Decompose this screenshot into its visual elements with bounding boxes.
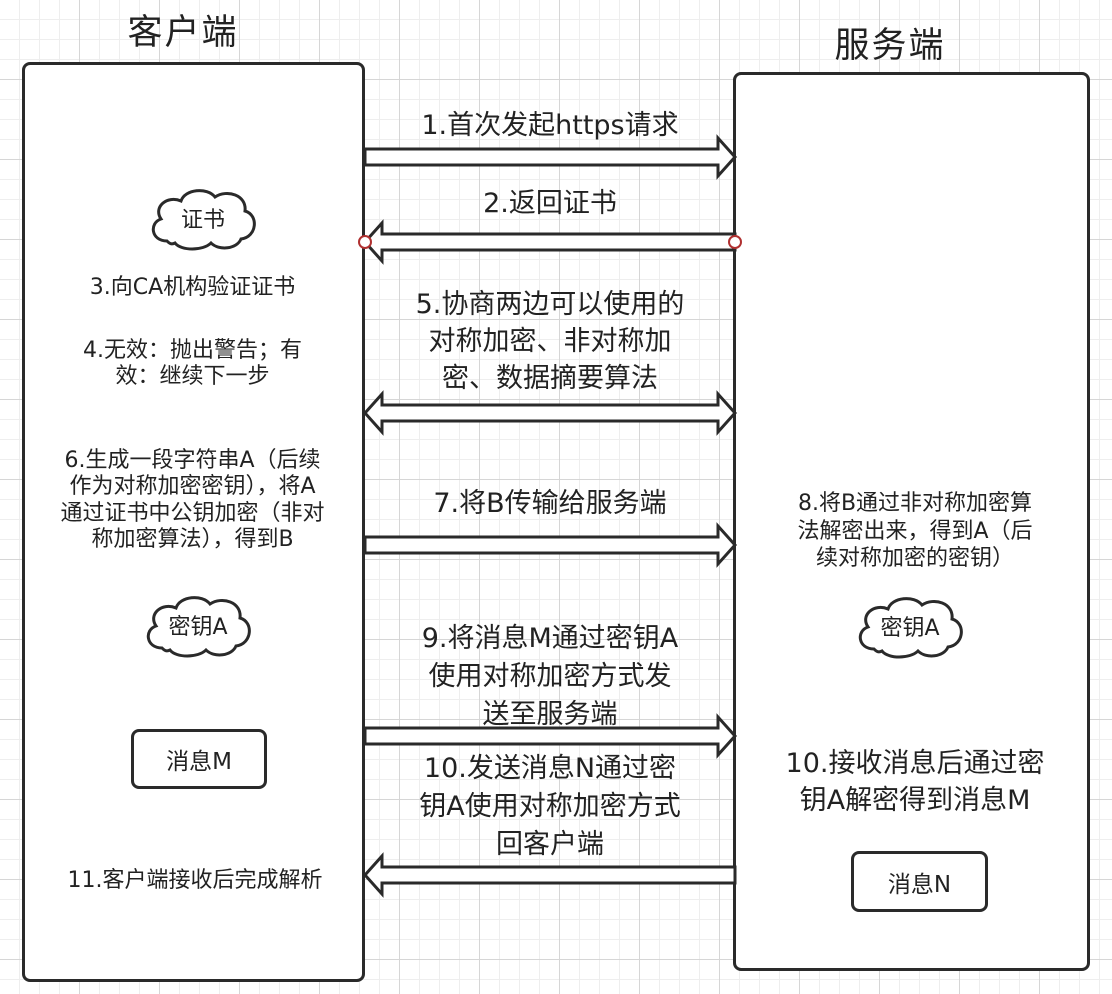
step10-server-decrypt: 10.接收消息后通过密 钥A解密得到消息M [785,748,1045,816]
client-key-cloud: 密钥A [140,592,256,658]
server-title: 服务端 [834,26,946,66]
arrow-label-10: 10.发送消息N通过密 钥A使用对称加密方式 回客户端 [419,753,681,860]
cert-label: 证书 [180,208,225,233]
client-key-label: 密钥A [168,615,228,640]
cloud-shape-icon [146,596,251,658]
step3-verify-ca: 3.向CA机构验证证书 [89,275,296,300]
arrow-label-5: 5.协商两边可以使用的 对称加密、非对称加 密、数据摘要算法 [415,289,685,394]
arrow-negotiate [362,390,738,436]
arrow-send-msg-m [363,713,738,759]
step4-validation-result: 4.无效：抛出警告；有 效：继续下一步 [83,338,302,390]
cloud-shape-icon [151,189,256,251]
step8-decrypt-b: 8.将B通过非对称加密算 法解密出来，得到A（后 续对称加密的密钥） [797,491,1033,571]
client-cert-cloud: 证书 [145,185,261,251]
server-lane [733,72,1090,971]
arrow-endpoint-dot [728,235,742,249]
client-message-box: 消息M [131,729,267,789]
arrow-return-cert [362,219,737,265]
step6-generate-key: 6.生成一段字符串A（后续 作为对称加密密钥），将A 通过证书中公钥加密（非对 … [60,448,325,553]
arrow-request-https [363,134,738,180]
arrow-endpoint-dot [358,235,372,249]
arrow-return-msg-n [362,852,737,898]
arrow-label-9: 9.将消息M通过密钥A 使用对称加密方式发 送至服务端 [421,623,679,730]
cloud-shape-icon [858,597,963,659]
step11-client-parse: 11.客户端接收后完成解析 [67,868,323,893]
arrow-label-7: 7.将B传输给服务端 [433,488,667,519]
client-title: 客户端 [127,13,239,53]
server-key-label: 密钥A [880,616,940,641]
arrow-label-2: 2.返回证书 [483,188,617,219]
server-key-cloud: 密钥A [852,593,968,659]
arrow-send-b [363,522,738,568]
server-message-box: 消息N [851,851,988,912]
arrow-label-1: 1.首次发起https请求 [421,110,679,141]
